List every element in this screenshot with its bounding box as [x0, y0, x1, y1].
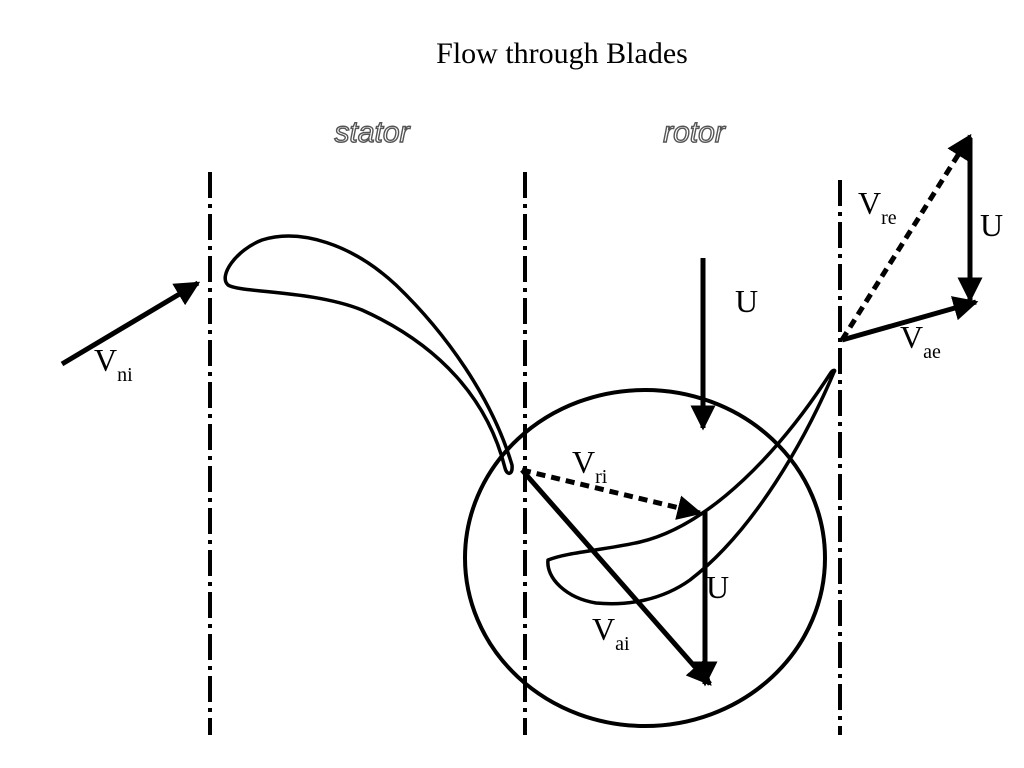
v-ri-arrow	[521, 467, 703, 520]
u-inlet-label: U	[706, 569, 729, 605]
v-ai-arrow	[520, 468, 712, 686]
u-exit-label: U	[980, 207, 1003, 243]
rotor-blade	[546, 368, 837, 606]
stator-blade	[223, 234, 514, 475]
u-rotor-label: U	[735, 283, 758, 319]
inlet-detail-circle	[463, 388, 827, 728]
v-ae-arrow	[841, 296, 979, 343]
v-ae-label: Vae	[900, 319, 941, 363]
stator-label: stator	[334, 116, 410, 149]
diagram-title: Flow through Blades	[436, 37, 688, 70]
rotor-label: rotor	[663, 116, 726, 149]
v-re-label: Vre	[858, 185, 897, 229]
v-ni-label: Vni	[94, 342, 133, 386]
v-ri-label: Vri	[572, 444, 608, 488]
v-re-arrow	[839, 133, 973, 342]
v-ai-label: Vai	[592, 611, 630, 655]
v-ni-arrow	[60, 280, 201, 367]
